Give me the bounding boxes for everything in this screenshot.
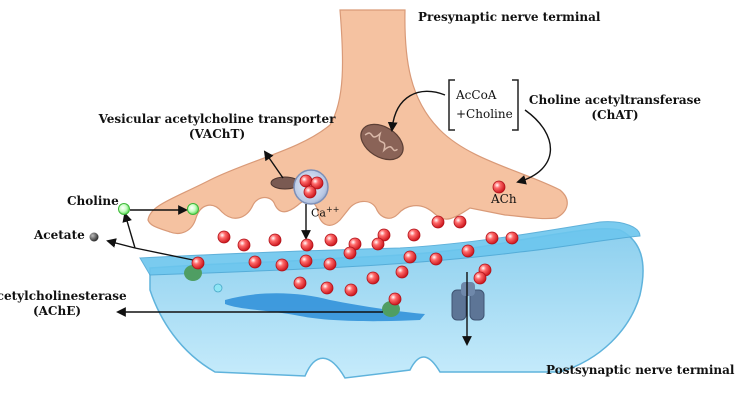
- chat-label-line1: Choline acetyltransferase: [528, 93, 702, 107]
- ach-molecule: [217, 230, 231, 244]
- ach-molecule: [293, 276, 307, 290]
- ach-molecule: [300, 238, 314, 252]
- postsynaptic-label: Postsynaptic nerve terminal: [546, 363, 735, 377]
- ache-label: Acetylcholinesterase (AChE): [0, 289, 127, 319]
- arrow-chat-to-ach: [516, 109, 552, 185]
- ach-molecule: [237, 238, 251, 252]
- ach-molecule: [371, 237, 385, 251]
- ach-label: ACh: [491, 192, 517, 206]
- ach-molecule: [268, 233, 282, 247]
- presynaptic-label: Presynaptic nerve terminal: [418, 10, 601, 24]
- ach-molecule: [191, 256, 205, 270]
- ach-molecule: [431, 215, 445, 229]
- ach-molecule: [343, 246, 357, 260]
- substrate-bracket: [448, 79, 519, 131]
- choline-label: Choline: [67, 194, 119, 208]
- ach-molecule: [377, 228, 391, 242]
- choline-molecule: [118, 203, 130, 215]
- ach-molecule: [505, 231, 519, 245]
- ach-molecule: [324, 233, 338, 247]
- vacht-label-line1: Vesicular acetylcholine transporter: [98, 112, 336, 126]
- ach-molecule: [303, 185, 317, 199]
- choline-molecules: [118, 203, 199, 215]
- ache-label-line1: Acetylcholinesterase: [0, 289, 127, 303]
- ach-molecule: [248, 255, 262, 269]
- postsynaptic-fold-channel: [225, 293, 425, 322]
- ach-molecule: [485, 231, 499, 245]
- ach-molecule: [388, 292, 402, 306]
- calcium-label: Ca++: [311, 205, 339, 220]
- ach-molecule: [395, 265, 409, 279]
- arrows: [106, 90, 552, 346]
- ach-molecule: [310, 176, 324, 190]
- calcium-symbol: Ca: [311, 206, 326, 220]
- substrate-label: AcCoA +Choline: [456, 86, 513, 124]
- ach-molecule: [473, 271, 487, 285]
- ach-molecule: [275, 258, 289, 272]
- ach-molecule: [429, 252, 443, 266]
- receptor-channel-icon: [451, 282, 485, 321]
- acetate-molecule: [89, 232, 99, 242]
- ach-molecule: [344, 283, 358, 297]
- chat-label: Choline acetyltransferase (ChAT): [529, 93, 701, 123]
- ache-label-line2: (AChE): [32, 304, 82, 318]
- vacht-label-line2: (VAChT): [188, 127, 246, 141]
- substrate-label-line1: AcCoA: [456, 88, 497, 102]
- ach-molecule: [492, 180, 506, 194]
- chat-label-line2: (ChAT): [591, 108, 639, 122]
- ach-molecule: [453, 215, 467, 229]
- ach-molecule: [407, 228, 421, 242]
- arrow-acetate: [106, 238, 136, 249]
- ach-molecule: [299, 174, 313, 188]
- ach-molecule: [403, 250, 417, 264]
- calcium-charge: ++: [325, 205, 340, 214]
- vacht-label: Vesicular acetylcholine transporter (VAC…: [99, 112, 336, 142]
- substrate-label-line2: +Choline: [456, 107, 513, 121]
- ach-molecules: [191, 174, 519, 306]
- arrow-substrate-to-mito: [387, 90, 446, 132]
- arrow-vacht: [263, 150, 284, 179]
- ach-molecule: [461, 244, 475, 258]
- ach-molecule: [366, 271, 380, 285]
- arrow-choline-return: [122, 212, 136, 249]
- acetate-label: Acetate: [34, 228, 85, 242]
- ach-molecule: [299, 254, 313, 268]
- ach-molecule: [323, 257, 337, 271]
- choline-molecule: [187, 203, 199, 215]
- ach-molecule: [320, 281, 334, 295]
